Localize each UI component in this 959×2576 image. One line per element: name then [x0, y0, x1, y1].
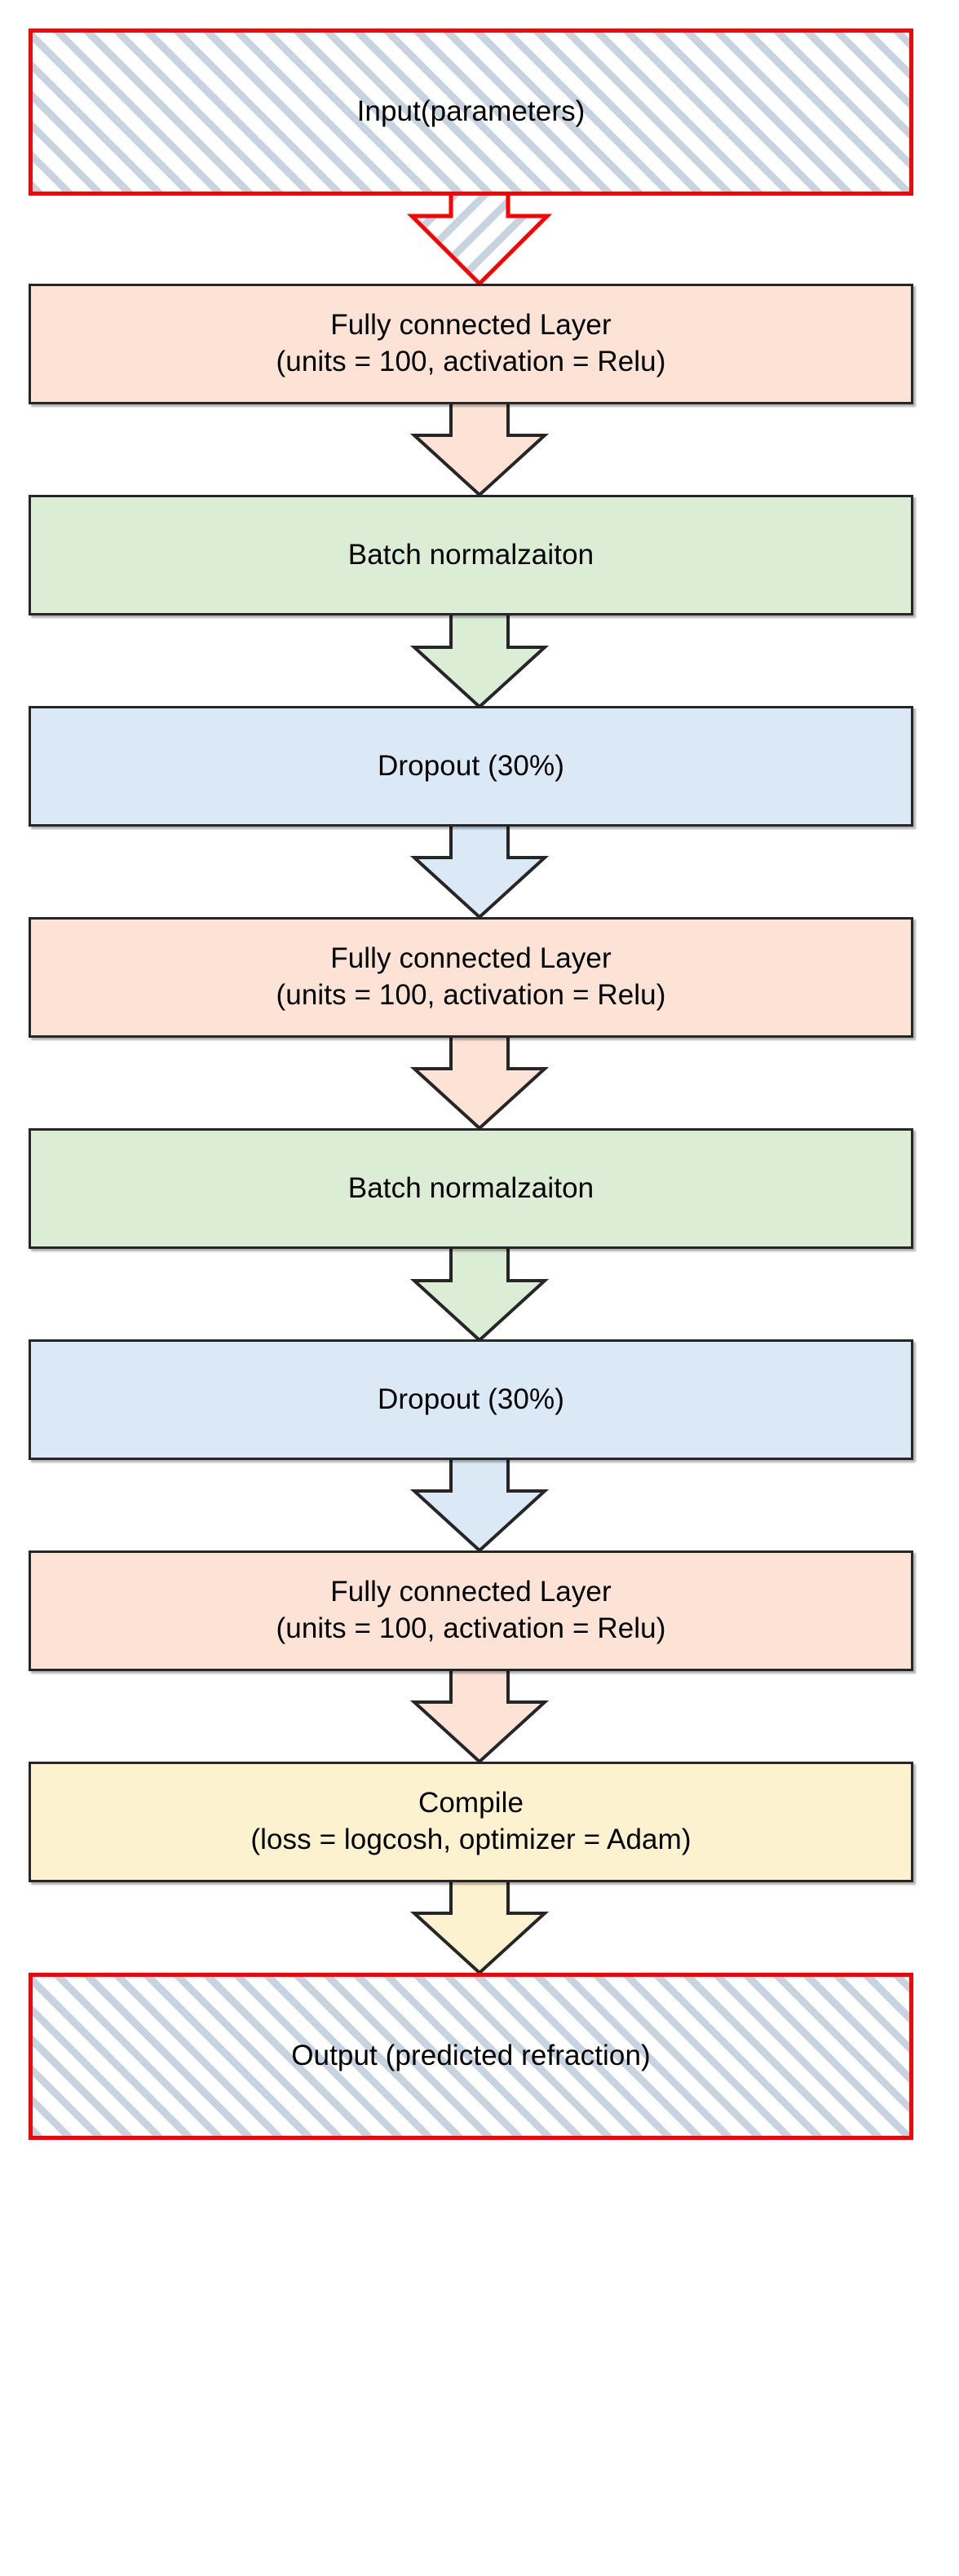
node-batchnorm-1-label: Batch normalzaiton: [347, 538, 594, 571]
node-input-label: Input(parameters): [356, 95, 586, 128]
node-output[interactable]: Output (predicted refraction): [29, 1973, 913, 2140]
node-dropout-1-label: Dropout (30%): [378, 749, 564, 782]
node-input[interactable]: Input(parameters): [29, 29, 913, 196]
node-output-label: Output (predicted refraction): [291, 2040, 651, 2072]
node-batchnorm-2-label: Batch normalzaiton: [347, 1171, 594, 1204]
node-dense-3-label: Fully connected Layer (units = 100, acti…: [276, 1576, 666, 1644]
node-dense-1-label: Fully connected Layer (units = 100, acti…: [276, 309, 666, 377]
node-dense-1[interactable]: Fully connected Layer (units = 100, acti…: [29, 284, 913, 404]
node-dropout-2-label: Dropout (30%): [378, 1383, 564, 1415]
node-batchnorm-2[interactable]: Batch normalzaiton: [29, 1128, 913, 1249]
node-compile[interactable]: Compile (loss = logcosh, optimizer = Ada…: [29, 1762, 913, 1882]
node-dropout-2[interactable]: Dropout (30%): [29, 1339, 913, 1460]
node-dense-2[interactable]: Fully connected Layer (units = 100, acti…: [29, 917, 913, 1038]
node-batchnorm-1[interactable]: Batch normalzaiton: [29, 495, 913, 615]
node-dropout-1[interactable]: Dropout (30%): [29, 706, 913, 827]
node-dense-2-label: Fully connected Layer (units = 100, acti…: [276, 942, 666, 1011]
node-compile-label: Compile (loss = logcosh, optimizer = Ada…: [250, 1787, 692, 1855]
node-dense-3[interactable]: Fully connected Layer (units = 100, acti…: [29, 1550, 913, 1671]
